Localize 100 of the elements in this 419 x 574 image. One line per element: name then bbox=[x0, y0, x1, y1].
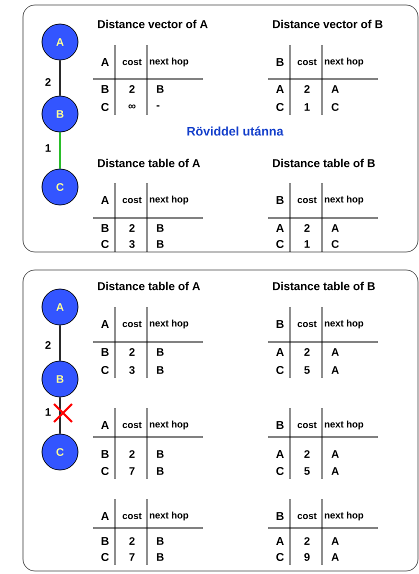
edge-label: 2 bbox=[45, 78, 51, 86]
column-header: cost bbox=[122, 58, 142, 66]
table-cell: B bbox=[102, 450, 109, 458]
table-cell: A bbox=[331, 366, 339, 374]
column-header: next hop bbox=[324, 196, 364, 204]
table-cell: 2 bbox=[129, 450, 135, 458]
table-cell: A bbox=[276, 348, 284, 356]
table-cell: A bbox=[101, 196, 109, 204]
table-cell: A bbox=[331, 467, 339, 475]
table-cell: B bbox=[276, 421, 284, 429]
table-cell: B bbox=[276, 512, 284, 520]
table-cell: C bbox=[276, 240, 284, 248]
column-header: cost bbox=[298, 320, 317, 328]
table-cell: B bbox=[156, 537, 164, 545]
table-cell: A bbox=[101, 320, 109, 328]
table-cell: 2 bbox=[304, 85, 310, 93]
table-heading: Distance table of A bbox=[98, 158, 200, 168]
table-cell: A bbox=[331, 450, 339, 458]
edge-label: 1 bbox=[46, 144, 51, 152]
table-cell: A bbox=[101, 512, 109, 520]
table-cell: B bbox=[156, 467, 164, 475]
table-cell: 1 bbox=[304, 103, 310, 111]
column-header: next hop bbox=[324, 320, 364, 328]
table-cell: A bbox=[101, 58, 109, 66]
table-cell: 2 bbox=[304, 348, 310, 356]
table-cell: - bbox=[156, 105, 160, 107]
column-header: cost bbox=[298, 422, 317, 428]
table-heading: Distance vector of A bbox=[98, 20, 208, 28]
note-text: Röviddel utánna bbox=[187, 126, 284, 136]
table-cell: B bbox=[156, 240, 164, 248]
table-cell: 2 bbox=[304, 450, 310, 458]
column-header: next hop bbox=[150, 420, 188, 430]
column-header: cost bbox=[122, 422, 142, 428]
column-header: cost bbox=[122, 512, 142, 520]
column-header: next hop bbox=[324, 420, 364, 430]
panel bbox=[22, 270, 418, 572]
table-cell: 7 bbox=[129, 553, 135, 561]
table-cell: B bbox=[102, 348, 109, 356]
table-cell: A bbox=[331, 553, 339, 561]
table-cell: 7 bbox=[129, 467, 135, 475]
table-cell: B bbox=[276, 58, 284, 66]
table-cell: ∞ bbox=[128, 104, 136, 108]
table-heading: Distance table of B bbox=[272, 158, 375, 168]
table-cell: 2 bbox=[304, 537, 310, 545]
panel bbox=[22, 4, 418, 252]
table-cell: 2 bbox=[129, 537, 135, 545]
table-cell: B bbox=[156, 553, 164, 561]
table-cell: B bbox=[156, 85, 164, 93]
table-cell: C bbox=[101, 466, 109, 476]
table-cell: B bbox=[102, 85, 109, 93]
table-cell: C bbox=[332, 103, 339, 111]
table-cell: A bbox=[331, 537, 339, 545]
column-header: next hop bbox=[150, 196, 188, 204]
table-cell: 5 bbox=[304, 366, 310, 374]
table-cell: A bbox=[276, 450, 284, 458]
edge-label: 1 bbox=[46, 408, 51, 416]
column-header: next hop bbox=[324, 58, 364, 66]
column-header: next hop bbox=[324, 512, 364, 520]
table-heading: Distance vector of B bbox=[272, 20, 382, 28]
table-cell: 2 bbox=[129, 348, 135, 356]
table-cell: A bbox=[276, 537, 284, 545]
table-cell: A bbox=[331, 348, 339, 356]
table-cell: A bbox=[276, 85, 284, 93]
table-cell: C bbox=[101, 102, 109, 112]
table-cell: B bbox=[156, 224, 164, 232]
table-cell: B bbox=[276, 320, 284, 328]
table-cell: 3 bbox=[129, 366, 135, 374]
table-cell: 3 bbox=[129, 240, 135, 248]
table-cell: A bbox=[101, 421, 109, 429]
table-cell: B bbox=[102, 224, 109, 232]
table-cell: A bbox=[276, 224, 284, 232]
column-header: cost bbox=[298, 512, 317, 520]
table-cell: B bbox=[156, 348, 164, 356]
table-cell: 2 bbox=[129, 224, 135, 232]
table-cell: C bbox=[276, 366, 284, 374]
table-cell: C bbox=[276, 102, 284, 112]
table-cell: B bbox=[276, 196, 284, 204]
table-cell: 5 bbox=[304, 467, 310, 475]
table-heading: Distance table of B bbox=[272, 282, 375, 290]
table-cell: B bbox=[102, 537, 109, 545]
column-header: cost bbox=[298, 58, 317, 66]
link-line bbox=[59, 132, 61, 169]
column-header: next hop bbox=[150, 512, 188, 520]
table-cell: C bbox=[276, 466, 284, 476]
table-cell: A bbox=[331, 224, 339, 232]
link-line bbox=[59, 325, 61, 361]
column-header: cost bbox=[122, 196, 142, 204]
link-line bbox=[59, 60, 61, 96]
column-header: cost bbox=[122, 320, 142, 328]
edge-label: 2 bbox=[45, 341, 51, 349]
table-cell: C bbox=[332, 240, 339, 248]
column-header: cost bbox=[298, 196, 317, 204]
table-cell: B bbox=[156, 366, 164, 374]
table-cell: A bbox=[331, 85, 339, 93]
column-header: next hop bbox=[150, 320, 188, 328]
table-cell: C bbox=[101, 240, 109, 248]
table-cell: C bbox=[101, 552, 109, 562]
link-line bbox=[59, 397, 61, 434]
table-cell: 2 bbox=[304, 224, 310, 232]
table-cell: 2 bbox=[129, 85, 135, 93]
